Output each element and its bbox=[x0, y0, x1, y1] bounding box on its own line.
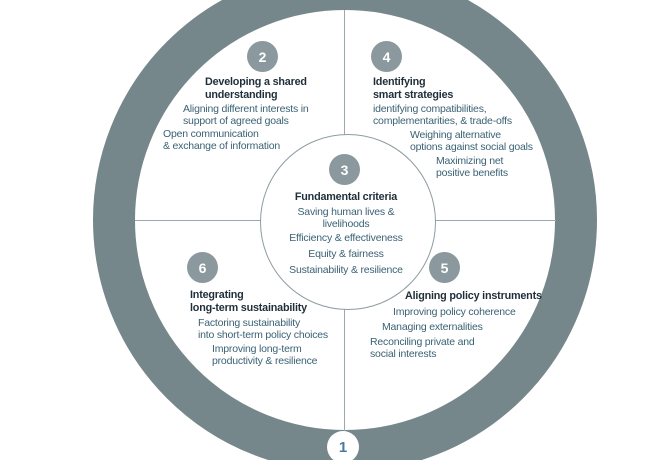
section-6-point: Factoring sustainability into short-term… bbox=[198, 317, 328, 342]
section-2-number: 2 bbox=[258, 48, 267, 65]
section-2-point: Aligning different interests in support … bbox=[183, 103, 309, 128]
section-5-point: Reconciling private and social interests bbox=[370, 336, 475, 361]
section-5-point: Managing externalities bbox=[382, 321, 483, 333]
section-1-badge: 1 bbox=[327, 431, 359, 460]
section-4-number: 4 bbox=[382, 48, 391, 65]
section-2-point: Open communication & exchange of informa… bbox=[163, 128, 280, 153]
section-3-number: 3 bbox=[340, 161, 349, 178]
section-3-point: Efficiency & effectiveness bbox=[289, 232, 403, 244]
section-5-heading: Aligning policy instruments bbox=[405, 290, 542, 302]
section-2-badge: 2 bbox=[247, 41, 278, 72]
section-3-point: Sustainability & resilience bbox=[289, 264, 403, 276]
section-3-heading: Fundamental criteria bbox=[294, 191, 398, 203]
section-3-point: Saving human lives & livelihoods bbox=[297, 206, 395, 231]
section-6-number: 6 bbox=[198, 259, 207, 276]
section-5-number: 5 bbox=[440, 259, 449, 276]
section-4-point: Maximizing net positive benefits bbox=[436, 155, 508, 180]
section-4-heading: Identifying smart strategies bbox=[373, 76, 454, 101]
section-4-point: Weighing alternative options against soc… bbox=[410, 129, 533, 154]
section-1-number: 1 bbox=[338, 438, 348, 456]
section-6-badge: 6 bbox=[187, 252, 218, 283]
section-4-point: identifying compatibilities, complementa… bbox=[373, 103, 512, 128]
section-2-heading: Developing a shared understanding bbox=[205, 76, 307, 101]
section-4-badge: 4 bbox=[371, 41, 402, 72]
section-3-point: Equity & fairness bbox=[308, 248, 384, 260]
section-5-badge: 5 bbox=[429, 252, 460, 283]
section-5-point: Improving policy coherence bbox=[393, 306, 516, 318]
section-3-badge: 3 bbox=[329, 154, 360, 185]
section-6-heading: Integrating long-term sustainability bbox=[190, 289, 307, 314]
section-6-point: Improving long-term productivity & resil… bbox=[212, 343, 318, 368]
